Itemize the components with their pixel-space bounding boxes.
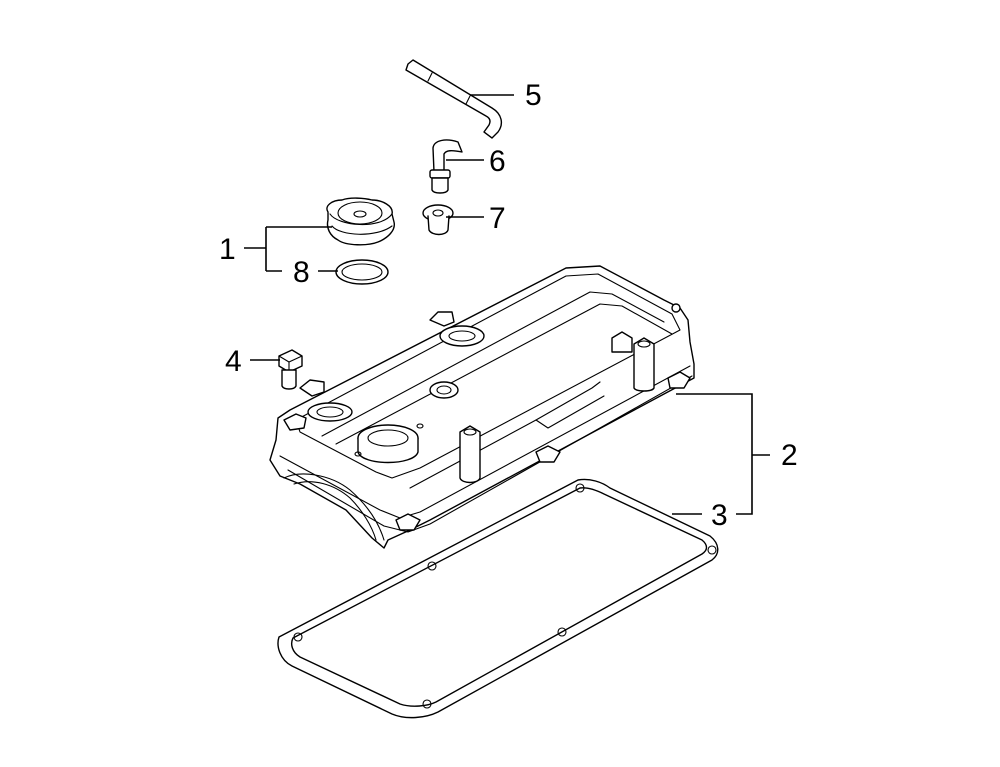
cover-bolt[interactable]	[278, 349, 303, 390]
callout-3: 3	[711, 499, 728, 532]
callout-1: 1	[219, 233, 236, 266]
valve-cover-gasket[interactable]	[277, 478, 719, 719]
callout-4: 4	[225, 345, 242, 378]
grommet[interactable]	[422, 204, 454, 236]
callout-2: 2	[781, 439, 798, 472]
callout-labels: 1 2 3 4 5 6 7 8	[219, 79, 798, 532]
breather-hose[interactable]	[405, 59, 503, 139]
cap-gasket[interactable]	[335, 259, 389, 285]
leader-lines	[244, 94, 770, 515]
pcv-valve[interactable]	[429, 139, 463, 194]
callout-5: 5	[525, 79, 542, 112]
callout-8: 8	[293, 256, 310, 289]
leader-2	[676, 393, 770, 515]
callout-7: 7	[489, 202, 506, 235]
callout-6: 6	[489, 145, 506, 178]
leader-1	[244, 226, 332, 272]
oil-filler-cap[interactable]	[326, 197, 395, 246]
valve-cover[interactable]	[269, 265, 695, 549]
